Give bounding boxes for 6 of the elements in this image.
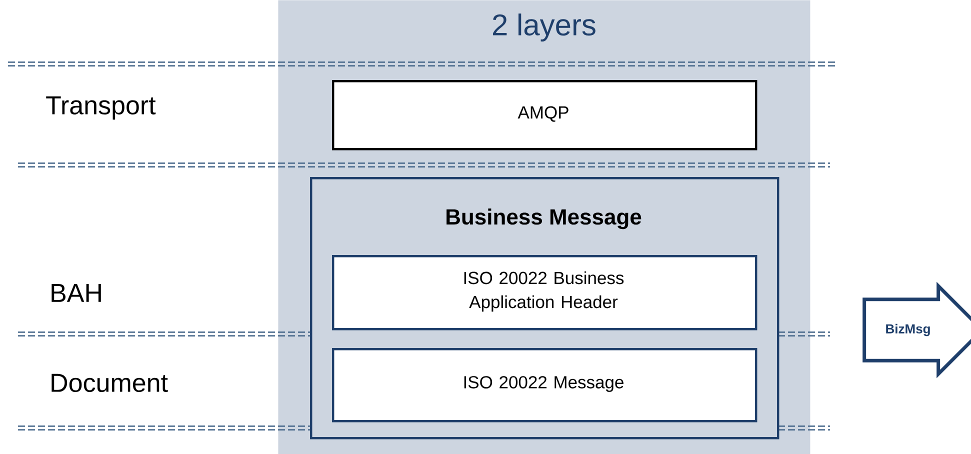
layer-box: ISO 20022 Business Application Header [332,254,758,330]
layer-label: Transport [46,96,156,120]
layer-label: BAH [52,284,101,302]
layer-box: ISO 20022 Message [332,348,758,422]
layer-box: AMQP [332,80,758,150]
layer-label: Document [52,374,168,392]
